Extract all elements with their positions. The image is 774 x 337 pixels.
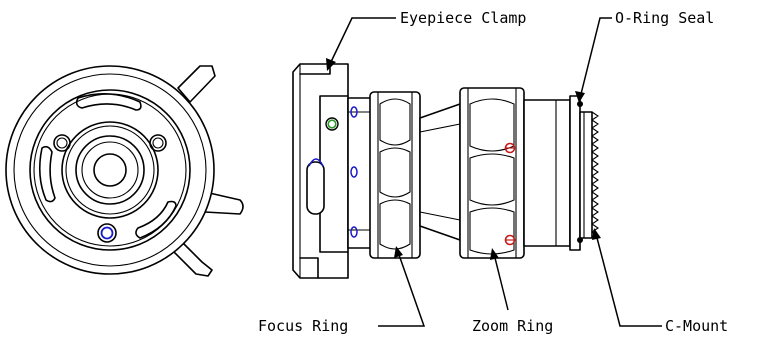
lens-bore	[93, 153, 127, 187]
label-eyepiece-clamp: Eyepiece Clamp	[400, 9, 526, 27]
o-ring-seal-icon	[577, 101, 583, 107]
clamp-neck	[347, 97, 373, 249]
zoom-index-marker-icon	[504, 142, 516, 154]
slot-top	[75, 93, 142, 111]
set-screw-icon	[325, 117, 339, 131]
lens-barrel-inner	[81, 141, 139, 199]
leader-lines	[326, 17, 662, 327]
label-zoom-ring: Zoom Ring	[472, 317, 553, 335]
front-view	[5, 65, 244, 277]
rear-barrel	[523, 95, 581, 251]
eyepiece-clamp-body	[292, 63, 349, 279]
focus-ring-body	[369, 91, 421, 259]
flange-ring	[13, 73, 207, 267]
clamp-body	[29, 89, 191, 251]
label-o-ring-seal: O-Ring Seal	[615, 9, 714, 27]
label-focus-ring: Focus Ring	[258, 317, 348, 335]
slot-right	[135, 200, 177, 239]
outer-flange	[5, 65, 215, 275]
lever-arm-top	[177, 65, 216, 103]
label-c-mount: C-Mount	[665, 317, 728, 335]
screw-left	[53, 134, 71, 152]
lens-barrel	[75, 135, 145, 205]
zoom-ring-body	[459, 87, 525, 259]
side-view	[292, 63, 599, 279]
ring-connector	[419, 103, 461, 241]
lens-housing	[61, 121, 159, 219]
clamp-stud	[306, 161, 325, 215]
screw-right	[149, 134, 167, 152]
lever-arm-right	[204, 191, 244, 215]
lens-housing-inner	[65, 125, 155, 215]
c-mount-thread	[579, 111, 599, 239]
slot-left	[38, 145, 56, 203]
screw-bottom	[97, 223, 117, 243]
